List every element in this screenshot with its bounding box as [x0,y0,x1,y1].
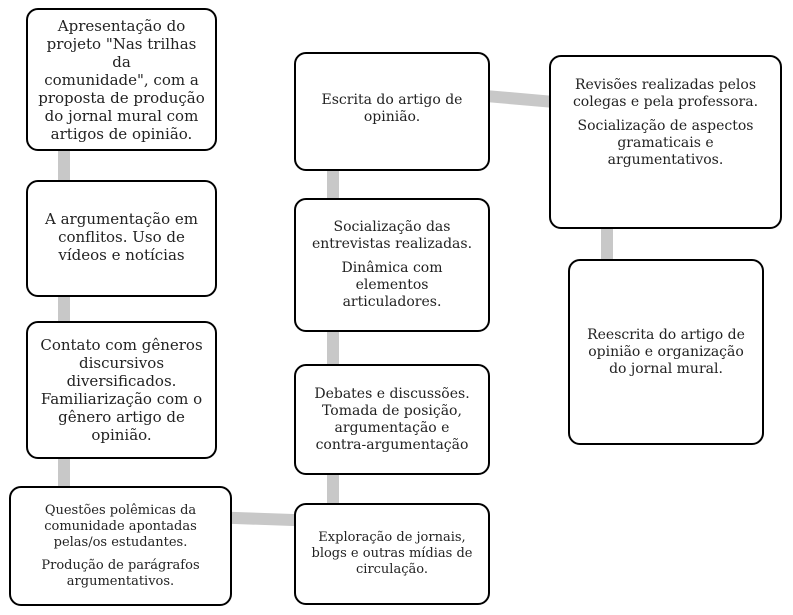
connector-b4-b5 [227,511,301,527]
box-text-line: vídeos e notícias [58,246,185,264]
box-text-line: Tomada de posição, [322,402,462,419]
box-text-line: gênero artigo de [58,408,185,426]
step-box-discursive-genres: Contato com gêneros discursivos diversif… [26,321,217,459]
box-text-line: opinião. [91,426,152,444]
box-text-line: Questões polêmicas da [44,502,197,518]
step-box-article-rewriting: Reescrita do artigo de opinião e organiz… [568,259,764,445]
box-text-line: articuladores. [342,294,442,310]
box-text-line: comunidade", com a [44,70,199,89]
box-text-line: blogs e outras mídias de [311,546,473,561]
box-text-line: Revisões realizadas pelos [574,77,757,93]
box-text-line: Produção de parágrafos [41,557,200,573]
box-text-line: argumentativos. [607,152,724,168]
connector-b1-b2 [58,145,70,185]
box-text-line: A argumentação em [45,210,198,228]
box-text-line: Socialização de aspectos [577,118,754,134]
box-text-line: entrevistas realizadas. [311,236,473,252]
box-text-line: opinião e organização [588,343,744,360]
box-text-line: projeto "Nas trilhas da [46,34,197,71]
box-text-line: do jornal mural com [44,106,199,125]
step-box-argumentation-conflicts: A argumentação em conflitos. Uso de víde… [26,180,217,297]
step-box-interviews-socialization: Socialização das entrevistas realizadas.… [294,198,490,332]
step-box-newspaper-exploration: Exploração de jornais, blogs e outras mí… [294,503,490,605]
box-text-line: elementos [355,277,429,293]
box-text-line: Socialização das [333,219,451,235]
connector-b5-b6 [327,470,339,508]
box-text-line: Apresentação do [57,16,186,35]
box-text-line: comunidade apontadas [44,518,197,534]
connector-b8-b9 [481,89,559,109]
box-text-line: opinião. [363,109,421,125]
box-text-line: do jornal mural. [609,360,723,377]
box-text-line: conflitos. Uso de [58,228,185,246]
box-text-line: Escrita do artigo de [321,92,463,108]
connector-b7-b8 [327,166,339,202]
box-text-line: artigos de opinião. [50,124,193,143]
box-text-line: proposta de produção [38,88,205,107]
box-text-line: Contato com gêneros [40,336,203,354]
box-text-line: argumentativos. [66,573,175,589]
step-box-project-presentation: Apresentação do projeto "Nas trilhas da … [26,8,217,151]
step-box-article-writing: Escrita do artigo de opinião. [294,52,490,171]
box-text-line: colegas e pela professora. [572,94,759,110]
box-text-line: contra-argumentação [315,436,469,453]
step-box-peer-review: Revisões realizadas pelos colegas e pela… [549,55,782,229]
box-text-line: argumentação e [334,419,450,436]
step-box-debates: Debates e discussões. Tomada de posição,… [294,364,490,475]
step-box-controversial-questions: Questões polêmicas da comunidade apontad… [9,486,232,606]
box-text-line: Reescrita do artigo de [587,326,745,343]
box-text-line: gramaticais e [617,135,714,151]
box-text-line: Familiarização com o [40,390,203,408]
box-text-line: circulação. [356,562,428,577]
connector-b9-b10 [601,224,613,264]
box-text-line: diversificados. [66,372,177,390]
connector-b2-b3 [58,292,70,326]
box-text-line: Dinâmica com [341,260,443,276]
box-text-line: Debates e discussões. [314,385,470,402]
box-text-line: pelas/os estudantes. [53,534,188,550]
box-text-line: discursivos [78,354,165,372]
box-text-line: Exploração de jornais, [318,530,466,545]
connector-b6-b7 [327,325,339,367]
connector-b3-b4 [58,453,70,491]
